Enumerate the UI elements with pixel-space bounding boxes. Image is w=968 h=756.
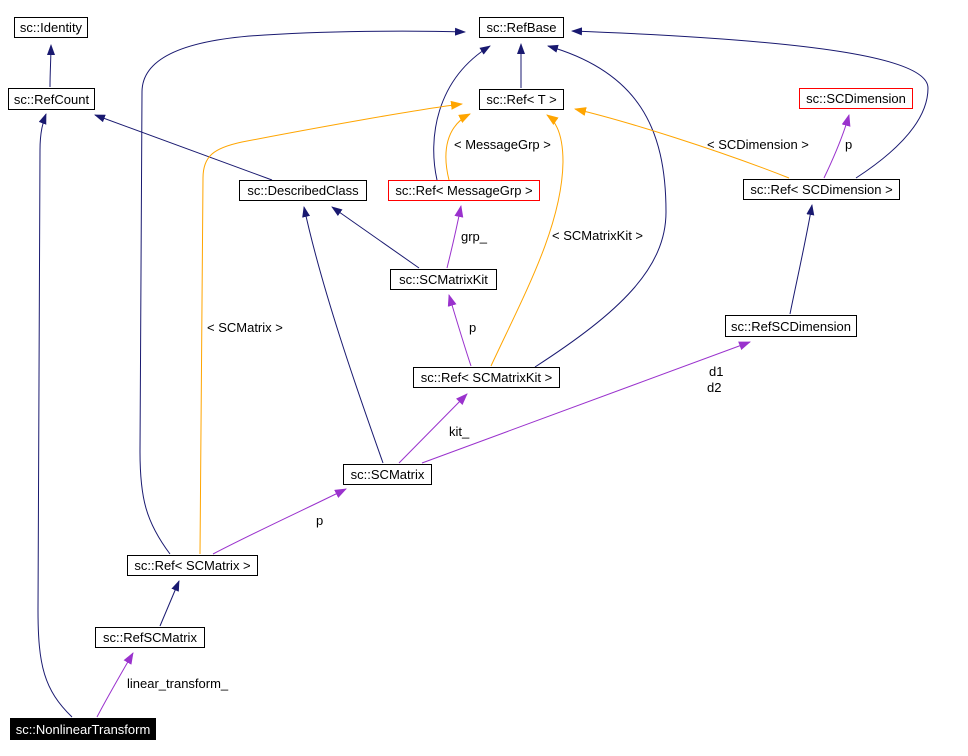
node-sc-refcount[interactable]: sc::RefCount <box>8 88 95 110</box>
edge-nonlineartransform-to-refcount <box>37 113 73 718</box>
edge-ref-scmatrix-to-refbase <box>139 27 466 555</box>
node-sc-scdimension[interactable]: sc::SCDimension <box>799 88 913 109</box>
edge-label-template-scmatrixkit: < SCMatrixKit > <box>552 228 644 243</box>
node-sc-ref-scmatrix[interactable]: sc::Ref< SCMatrix > <box>127 555 258 576</box>
edge-ref-messagegrp-to-ref-t <box>445 113 471 181</box>
edge-label-linear-transform: linear_transform_ <box>127 676 229 691</box>
node-sc-refscdimension[interactable]: sc::RefSCDimension <box>725 315 857 337</box>
node-sc-identity[interactable]: sc::Identity <box>14 17 88 38</box>
edge-ref-scdimension-to-ref-t <box>574 107 790 179</box>
edge-describedclass-to-refcount <box>94 114 273 181</box>
edge-label-d2: d2 <box>707 380 722 395</box>
node-sc-scmatrixkit[interactable]: sc::SCMatrixKit <box>390 269 497 290</box>
edge-label-p-scmatrixkit: p <box>469 320 477 335</box>
edge-scmatrix-to-describedclass <box>302 206 384 464</box>
edge-label-grp: grp_ <box>461 229 488 244</box>
edge-ref-scmatrix-to-ref-t <box>199 100 463 555</box>
node-sc-refbase[interactable]: sc::RefBase <box>479 17 564 38</box>
edge-refscmatrix-to-ref-scmatrix <box>159 580 180 627</box>
edge-label-template-scdimension: < SCDimension > <box>707 137 809 152</box>
edge-ref-scmatrixkit-to-ref-t <box>490 114 564 367</box>
node-sc-nonlineartransform: sc::NonlinearTransform <box>10 718 156 740</box>
edge-ref-scdimension-to-refbase <box>571 27 929 179</box>
edge-label-kit: kit_ <box>449 424 470 439</box>
edge-label-p-scdimension: p <box>845 137 853 152</box>
edge-scmatrix-to-ref-scmatrixkit-kit <box>398 393 468 464</box>
edge-ref-messagegrp-to-refbase <box>433 45 491 181</box>
edge-refscdimension-to-ref-scdimension <box>789 204 815 315</box>
edge-refcount-to-identity <box>46 44 55 88</box>
edge-label-p-scmatrix: p <box>316 513 324 528</box>
edge-label-template-scmatrix: < SCMatrix > <box>207 320 283 335</box>
edge-ref-scmatrix-to-scmatrix-p <box>212 488 347 555</box>
edge-label-template-messagegrp: < MessageGrp > <box>454 137 551 152</box>
node-sc-describedclass[interactable]: sc::DescribedClass <box>239 180 367 201</box>
edge-scmatrixkit-to-ref-messagegrp-grp <box>446 205 464 269</box>
edge-nonlineartransform-to-refscmatrix-lt <box>96 652 134 718</box>
node-sc-ref-t[interactable]: sc::Ref< T > <box>479 89 564 110</box>
edge-label-d1: d1 <box>709 364 724 379</box>
node-sc-refscmatrix[interactable]: sc::RefSCMatrix <box>95 627 205 648</box>
edge-ref-scdimension-to-scdimension-p <box>823 114 851 179</box>
edge-ref-scmatrixkit-to-refbase <box>534 44 667 368</box>
edge-ref-scmatrixkit-to-scmatrixkit-p <box>447 294 472 367</box>
node-sc-ref-scmatrixkit[interactable]: sc::Ref< SCMatrixKit > <box>413 367 560 388</box>
edge-scmatrixkit-to-describedclass <box>331 206 420 269</box>
node-sc-ref-messagegrp[interactable]: sc::Ref< MessageGrp > <box>388 180 540 201</box>
edge-scmatrix-to-refscdimension-d1d2 <box>421 341 751 464</box>
node-sc-ref-scdimension[interactable]: sc::Ref< SCDimension > <box>743 179 900 200</box>
node-sc-scmatrix[interactable]: sc::SCMatrix <box>343 464 432 485</box>
